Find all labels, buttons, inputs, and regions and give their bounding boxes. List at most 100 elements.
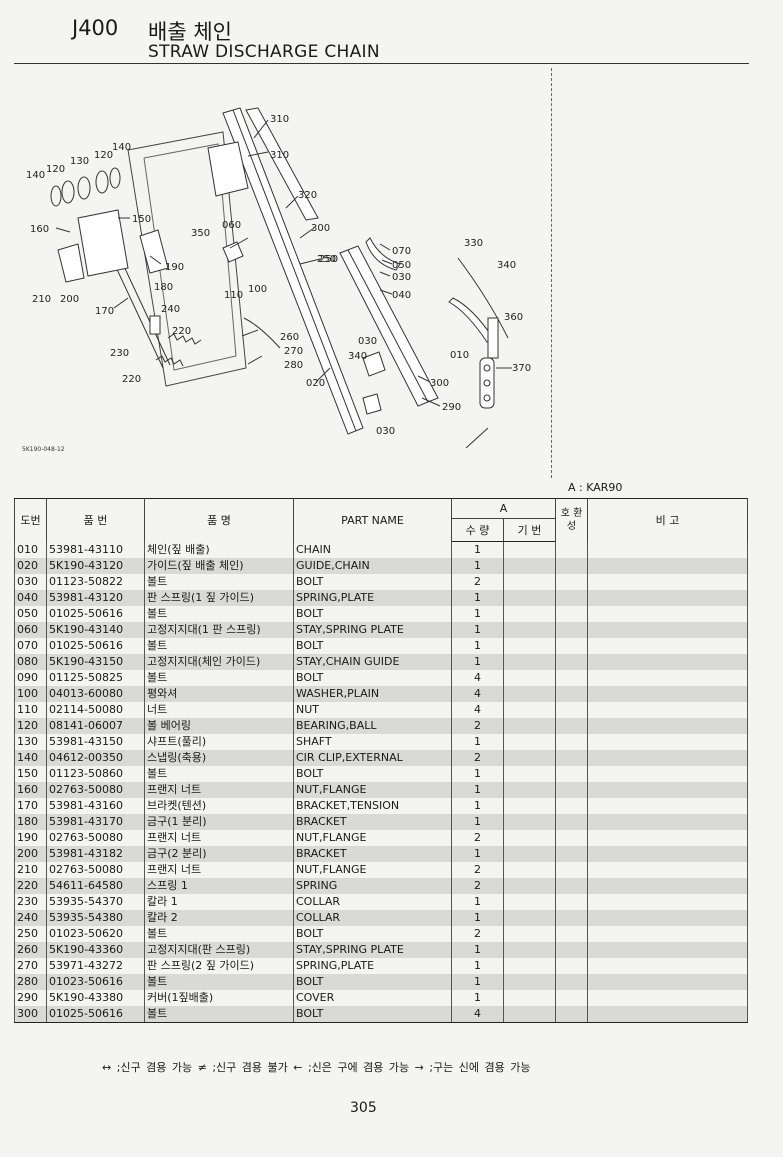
- cell-qty: 1: [451, 622, 504, 638]
- cell-remarks: [587, 942, 748, 958]
- cell-qty: 1: [451, 766, 504, 782]
- cell-remarks: [587, 541, 748, 558]
- cell-remarks: [587, 766, 748, 782]
- title-rule: [14, 63, 749, 64]
- cell-no: 170: [14, 798, 47, 814]
- cell-part-name: SHAFT: [293, 734, 452, 750]
- cell-compat: [555, 702, 588, 718]
- cell-model: [503, 942, 556, 958]
- cell-qty: 4: [451, 670, 504, 686]
- cell-name-ko: 칼라 2: [144, 910, 294, 926]
- cell-model: [503, 702, 556, 718]
- callout-label: 220: [122, 374, 141, 385]
- cell-remarks: [587, 1006, 748, 1023]
- cell-qty: 4: [451, 686, 504, 702]
- cell-compat: [555, 574, 588, 590]
- cell-remarks: [587, 910, 748, 926]
- cell-model: [503, 862, 556, 878]
- cell-compat: [555, 606, 588, 622]
- callout-label: 210: [32, 294, 51, 305]
- cell-part-name: COLLAR: [293, 910, 452, 926]
- cell-remarks: [587, 846, 748, 862]
- callout-label: 020: [306, 378, 325, 389]
- cell-part-no: 53971-43272: [46, 958, 145, 974]
- diagram-divider: [551, 68, 552, 478]
- callout-label: 170: [95, 306, 114, 317]
- callout-label: 290: [442, 402, 461, 413]
- cell-model: [503, 541, 556, 558]
- cell-compat: [555, 541, 588, 558]
- header-no: 도번: [14, 498, 47, 542]
- cell-compat: [555, 974, 588, 990]
- cell-name-ko: 볼트: [144, 606, 294, 622]
- cell-model: [503, 622, 556, 638]
- cell-part-name: STAY,SPRING PLATE: [293, 942, 452, 958]
- cell-part-no: 53981-43182: [46, 846, 145, 862]
- cell-compat: [555, 590, 588, 606]
- cell-compat: [555, 830, 588, 846]
- cell-remarks: [587, 590, 748, 606]
- cell-no: 050: [14, 606, 47, 622]
- cell-part-name: COLLAR: [293, 894, 452, 910]
- cell-name-ko: 스프링 1: [144, 878, 294, 894]
- cell-part-name: STAY,CHAIN GUIDE: [293, 654, 452, 670]
- cell-compat: [555, 638, 588, 654]
- cell-name-ko: 볼트: [144, 974, 294, 990]
- cell-compat: [555, 942, 588, 958]
- cell-no: 290: [14, 990, 47, 1006]
- callout-label: 150: [132, 214, 151, 225]
- cell-name-ko: 평와셔: [144, 686, 294, 702]
- cell-remarks: [587, 814, 748, 830]
- cell-compat: [555, 894, 588, 910]
- cell-part-no: 01125-50825: [46, 670, 145, 686]
- callout-label: 050: [392, 260, 411, 271]
- cell-no: 300: [14, 1006, 47, 1023]
- cell-model: [503, 558, 556, 574]
- cell-compat: [555, 622, 588, 638]
- callout-label: 120: [94, 150, 113, 161]
- cell-qty: 1: [451, 846, 504, 862]
- cell-model: [503, 654, 556, 670]
- cell-compat: [555, 1006, 588, 1023]
- cell-qty: 1: [451, 894, 504, 910]
- cell-model: [503, 878, 556, 894]
- cell-remarks: [587, 894, 748, 910]
- callout-label: 180: [154, 282, 173, 293]
- header-name-ko: 품 명: [144, 498, 294, 542]
- cell-part-name: CIR CLIP,EXTERNAL: [293, 750, 452, 766]
- callout-label: 350: [191, 228, 210, 239]
- parts-table: 도번 품 번 품 명 PART NAME A 호 환 성 비 고 수 량 기 번…: [14, 498, 748, 1023]
- cell-model: [503, 926, 556, 942]
- cell-model: [503, 670, 556, 686]
- cell-name-ko: 볼트: [144, 766, 294, 782]
- cell-name-ko: 프랜지 너트: [144, 782, 294, 798]
- cell-part-name: BRACKET,TENSION: [293, 798, 452, 814]
- cell-part-name: SPRING,PLATE: [293, 590, 452, 606]
- cell-no: 010: [14, 541, 47, 558]
- header-compat: 호 환 성: [555, 498, 588, 542]
- cell-remarks: [587, 622, 748, 638]
- cell-compat: [555, 878, 588, 894]
- callout-label: 190: [165, 262, 184, 273]
- cell-model: [503, 814, 556, 830]
- cell-model: [503, 718, 556, 734]
- cell-no: 070: [14, 638, 47, 654]
- cell-part-name: GUIDE,CHAIN: [293, 558, 452, 574]
- cell-remarks: [587, 734, 748, 750]
- cell-name-ko: 볼트: [144, 1006, 294, 1023]
- cell-model: [503, 798, 556, 814]
- figure-reference: 5K190-048-12: [22, 446, 65, 453]
- cell-no: 210: [14, 862, 47, 878]
